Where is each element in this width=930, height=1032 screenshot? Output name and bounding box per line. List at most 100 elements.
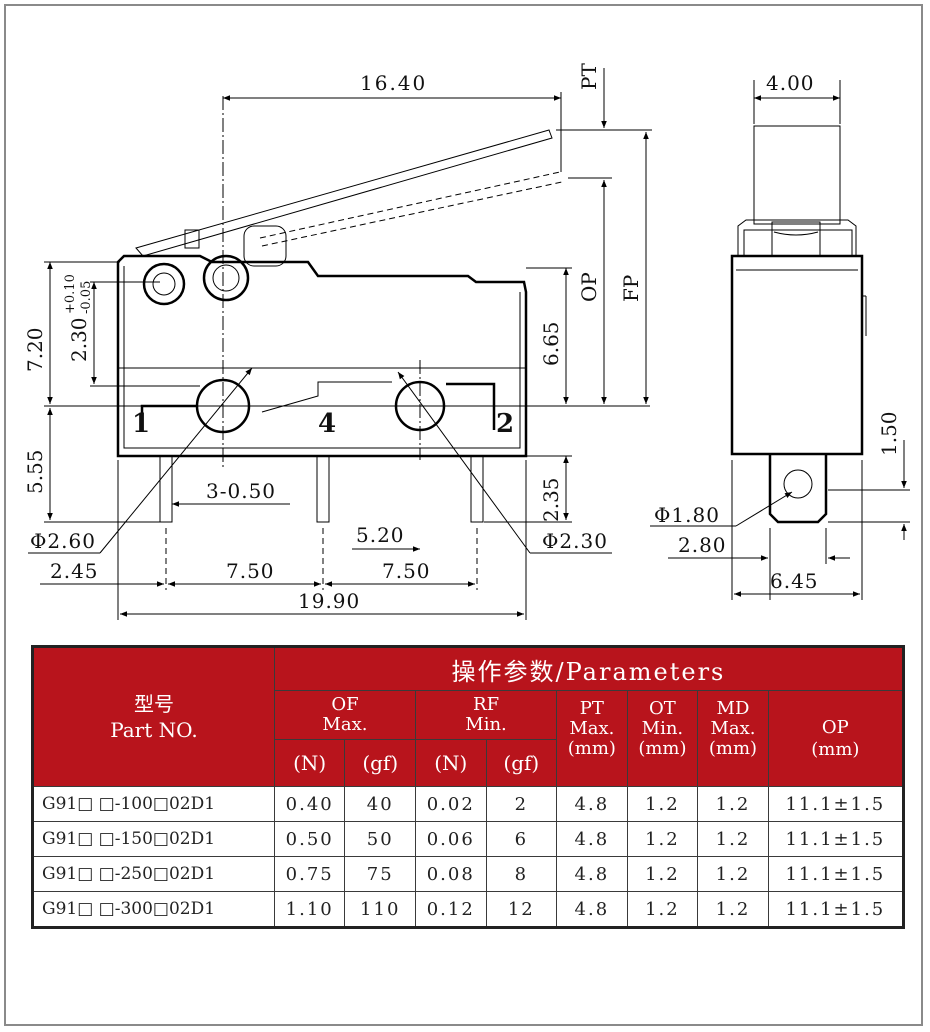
cell-pt: 4.8 <box>556 856 628 892</box>
dim-pt: PT <box>577 63 601 90</box>
header-md-line1: MD <box>716 698 750 719</box>
cell-rf-n: 0.08 <box>415 856 487 892</box>
contact-1 <box>140 404 196 432</box>
dim-3-0-50: 3-0.50 <box>206 479 276 503</box>
header-of-n: (N) <box>273 739 346 787</box>
pin-2 <box>470 455 484 523</box>
dim-2-30-tol-minus: -0.05 <box>79 281 94 314</box>
cell-rf-n: 0.12 <box>415 891 487 928</box>
header-op-unit: (mm) <box>811 738 860 760</box>
side-terminal-hole <box>783 469 813 499</box>
plunger <box>243 225 287 267</box>
header-rf-line2: Min. <box>465 714 507 735</box>
cell-md: 1.2 <box>697 786 769 822</box>
cell-pt: 4.8 <box>556 786 628 822</box>
cell-ot: 1.2 <box>626 891 699 928</box>
header-of-line1: OF <box>331 694 359 715</box>
header-rf-line1: RF <box>473 694 500 715</box>
dim-7-20: 7.20 <box>23 327 47 372</box>
dim-2-30: 2.30 <box>67 317 91 362</box>
front-view: 1 4 2 <box>44 96 650 523</box>
terminal-label-4: 4 <box>318 409 336 439</box>
dim-5-55: 5.55 <box>23 449 47 494</box>
header-of-gf: (gf) <box>344 739 416 787</box>
pin-4 <box>316 455 330 523</box>
dim-phi-2-60: Φ2.60 <box>30 529 96 553</box>
pivot-hole-2-inner <box>212 264 240 292</box>
table-row: G91□ □-300□02D1 1.10 110 0.12 12 4.8 1.2… <box>32 891 905 928</box>
cell-pt: 4.8 <box>556 891 628 928</box>
header-rf-n: (N) <box>415 739 487 787</box>
side-body <box>730 254 864 456</box>
header-part-en: Part NO. <box>110 718 198 742</box>
header-md-line2: Max. <box>710 718 756 739</box>
contact-4 <box>261 381 392 413</box>
side-dimensions: 4.00 1.50 Φ1.80 2.80 6.45 <box>650 71 910 600</box>
leader-phi-2-60 <box>99 367 253 554</box>
cell-ot: 1.2 <box>626 856 699 892</box>
table-row: G91□ □-100□02D1 0.40 40 0.02 2 4.8 1.2 1… <box>32 786 905 822</box>
technical-drawing: 1 4 2 16.40 PT OP FP 7.20 2.30 <box>23 63 910 620</box>
cell-of-gf: 110 <box>344 891 416 928</box>
dim-4-00: 4.00 <box>766 71 815 95</box>
cell-of-n: 0.75 <box>273 856 346 892</box>
cell-part: G91□ □-300□02D1 <box>32 891 275 928</box>
dim-6-45: 6.45 <box>770 569 819 593</box>
header-ot-line1: OT <box>649 698 676 719</box>
side-cap-inner <box>743 229 853 256</box>
cell-of-n: 0.50 <box>273 821 346 857</box>
cell-op: 11.1±1.5 <box>767 786 905 822</box>
cell-md: 1.2 <box>697 821 769 857</box>
side-plunger <box>771 221 821 256</box>
cell-rf-n: 0.02 <box>415 786 487 822</box>
cell-part: G91□ □-250□02D1 <box>32 856 275 892</box>
dim-op: OP <box>577 272 601 302</box>
pivot-hole-1 <box>142 262 186 306</box>
cell-ot: 1.2 <box>626 786 699 822</box>
table-row: G91□ □-250□02D1 0.75 75 0.08 8 4.8 1.2 1… <box>32 856 905 892</box>
header-ot-unit: (mm) <box>638 738 687 759</box>
header-of: OF Max. <box>273 690 417 740</box>
side-plunger-top <box>773 231 819 236</box>
header-ot-line2: Min. <box>641 718 684 739</box>
cell-of-gf: 50 <box>344 821 416 857</box>
dim-16-40: 16.40 <box>360 71 427 95</box>
terminal-label-2: 2 <box>496 409 514 439</box>
body-inner-edge <box>123 266 521 449</box>
cell-op: 11.1±1.5 <box>767 856 905 892</box>
pivot-hole-2 <box>202 254 250 302</box>
header-pt-unit: (mm) <box>567 738 616 759</box>
lever-hinge-tab <box>184 229 200 249</box>
cell-rf-gf: 6 <box>485 821 558 857</box>
cell-of-n: 1.10 <box>273 891 346 928</box>
lever-arm <box>135 129 553 257</box>
dim-2-35: 2.35 <box>539 477 563 522</box>
dim-19-90: 19.90 <box>298 589 360 613</box>
cell-of-gf: 40 <box>344 786 416 822</box>
cell-rf-gf: 2 <box>485 786 558 822</box>
dim-1-50: 1.50 <box>877 411 901 456</box>
cell-md: 1.2 <box>697 891 769 928</box>
cell-part: G91□ □-100□02D1 <box>32 786 275 822</box>
pin-1 <box>159 455 173 523</box>
header-rf: RF Min. <box>414 690 558 740</box>
dim-5-20: 5.20 <box>356 523 405 547</box>
cell-of-n: 0.40 <box>273 786 346 822</box>
header-of-line2: Max. <box>322 714 368 735</box>
dim-fp: FP <box>619 275 643 302</box>
dim-phi-1-80: Φ1.80 <box>654 503 720 527</box>
cell-ot: 1.2 <box>626 821 699 857</box>
header-op-line1: OP <box>821 716 849 738</box>
cell-op: 11.1±1.5 <box>767 891 905 928</box>
cell-rf-n: 0.06 <box>415 821 487 857</box>
dim-phi-2-30: Φ2.30 <box>542 529 608 553</box>
dim-2-80: 2.80 <box>678 533 727 557</box>
header-pt-line1: PT <box>579 698 604 719</box>
dim-7-50-b: 7.50 <box>382 559 431 583</box>
header-part-no: 型号 Part NO. <box>32 646 275 787</box>
parameters-table: 型号 Part NO. 操作参数/Parameters OF Max. RF M… <box>31 645 905 929</box>
pivot-hole-1-inner <box>152 272 176 296</box>
leader-phi-1-80 <box>735 491 793 527</box>
front-dimensions: 16.40 PT OP FP 7.20 2.30 +0.10 -0.05 6.6… <box>23 63 652 620</box>
lever-free-lower <box>261 181 563 247</box>
